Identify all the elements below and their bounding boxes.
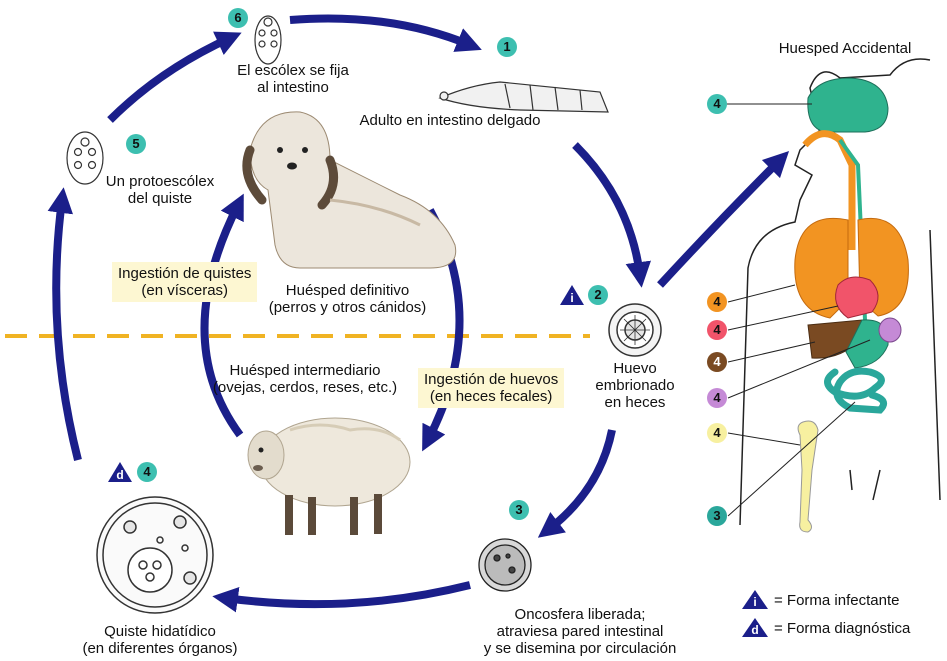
stage-4-label: Quiste hidatídico (en diferentes órganos… xyxy=(70,623,250,657)
definitive-host-label: Huésped definitivo (perros y otros cánid… xyxy=(255,282,440,316)
cyst-ingestion-line-2: (en vísceras) xyxy=(118,282,251,299)
stage-4-line-1: Quiste hidatídico xyxy=(70,623,250,640)
stage-3-line-3: y se disemina por circulación xyxy=(470,640,690,657)
stage-3-label: Oncosfera liberada; atraviesa pared inte… xyxy=(470,606,690,657)
accidental-host-title: Huesped Accidental xyxy=(770,40,920,57)
arrow-2-to-3 xyxy=(548,430,612,530)
definitive-host-line-1: Huésped definitivo xyxy=(255,282,440,299)
oncosphere-drawing xyxy=(479,539,531,591)
stage-2-line-2: embrionado xyxy=(595,377,675,394)
stage-6-line-1: El escólex se fija xyxy=(228,62,358,79)
infective-marker-letter: i xyxy=(566,290,578,307)
organ-badge-bone: 4 xyxy=(707,423,727,443)
sheep-illustration xyxy=(248,418,410,535)
arrow-6-to-1 xyxy=(290,18,470,45)
intermediate-host-label: Huésped intermediario (ovejas, cerdos, r… xyxy=(205,362,405,396)
stage-5-label: Un protoescólex del quiste xyxy=(90,173,230,207)
stage-1-label: Adulto en intestino delgado xyxy=(350,112,550,129)
cyst-ingestion-box: Ingestión de quistes (en vísceras) xyxy=(112,262,257,302)
stage-6-label: El escólex se fija al intestino xyxy=(228,62,358,96)
diagnostic-marker-letter: d xyxy=(114,467,126,484)
stage-6-line-2: al intestino xyxy=(228,79,358,96)
stage-2-badge: 2 xyxy=(588,285,608,305)
heart-organ xyxy=(836,277,878,318)
arrow-3-to-4 xyxy=(225,585,470,604)
egg-ingestion-line-2: (en heces fecales) xyxy=(424,388,558,405)
stage-3-badge: 3 xyxy=(509,500,529,520)
arrow-1-to-2 xyxy=(575,145,640,275)
hydatid-cyst-drawing xyxy=(97,497,213,613)
arrow-2-to-accidental xyxy=(660,160,780,285)
stage-5-line-1: Un protoescólex xyxy=(90,173,230,190)
egg-ingestion-line-1: Ingestión de huevos xyxy=(424,371,558,388)
stage-3-line-2: atraviesa pared intestinal xyxy=(470,623,690,640)
intermediate-host-line-2: (ovejas, cerdos, reses, etc.) xyxy=(205,379,405,396)
stage-1-line-1: Adulto en intestino delgado xyxy=(350,112,550,129)
intermediate-host-line-1: Huésped intermediario xyxy=(205,362,405,379)
cyst-ingestion-line-1: Ingestión de quistes xyxy=(118,265,251,282)
organ-badge-spleen: 4 xyxy=(707,388,727,408)
definitive-host-line-2: (perros y otros cánidos) xyxy=(255,299,440,316)
organ-badge-liver: 4 xyxy=(707,352,727,372)
intestine-organ xyxy=(828,371,884,410)
stage-2-line-1: Huevo xyxy=(595,360,675,377)
organ-badge-heart: 4 xyxy=(707,320,727,340)
dog-illustration xyxy=(247,112,456,268)
arrow-5-to-6 xyxy=(110,38,230,120)
spleen-organ xyxy=(879,318,901,342)
brain-organ xyxy=(808,78,888,132)
stage-2-line-3: en heces xyxy=(595,394,675,411)
arrow-4-to-5 xyxy=(56,200,78,460)
stage-6-badge: 6 xyxy=(228,8,248,28)
stage-1-badge: 1 xyxy=(497,37,517,57)
stage-5-badge: 5 xyxy=(126,134,146,154)
arrow-inner-sheep-to-dog xyxy=(204,205,240,435)
organ-badge-stage-3: 3 xyxy=(707,506,727,526)
legend-infective-text: = Forma infectante xyxy=(774,592,899,610)
legend-diagnostic-letter: d xyxy=(749,622,761,639)
egg-ingestion-box: Ingestión de huevos (en heces fecales) xyxy=(418,368,564,408)
stage-3-line-1: Oncosfera liberada; xyxy=(470,606,690,623)
stage-4-badge: 4 xyxy=(137,462,157,482)
legend-diagnostic-text: = Forma diagnóstica xyxy=(774,620,910,638)
stage-2-label: Huevo embrionado en heces xyxy=(595,360,675,411)
embryonated-egg-drawing xyxy=(609,304,661,356)
legend-infective-letter: i xyxy=(749,594,761,611)
organ-badge-brain: 4 xyxy=(707,94,727,114)
stage-4-line-2: (en diferentes órganos) xyxy=(70,640,250,657)
organ-badge-lungs: 4 xyxy=(707,292,727,312)
scolex-drawing xyxy=(255,16,281,64)
adult-worm-drawing xyxy=(440,82,608,112)
stage-5-line-2: del quiste xyxy=(90,190,230,207)
